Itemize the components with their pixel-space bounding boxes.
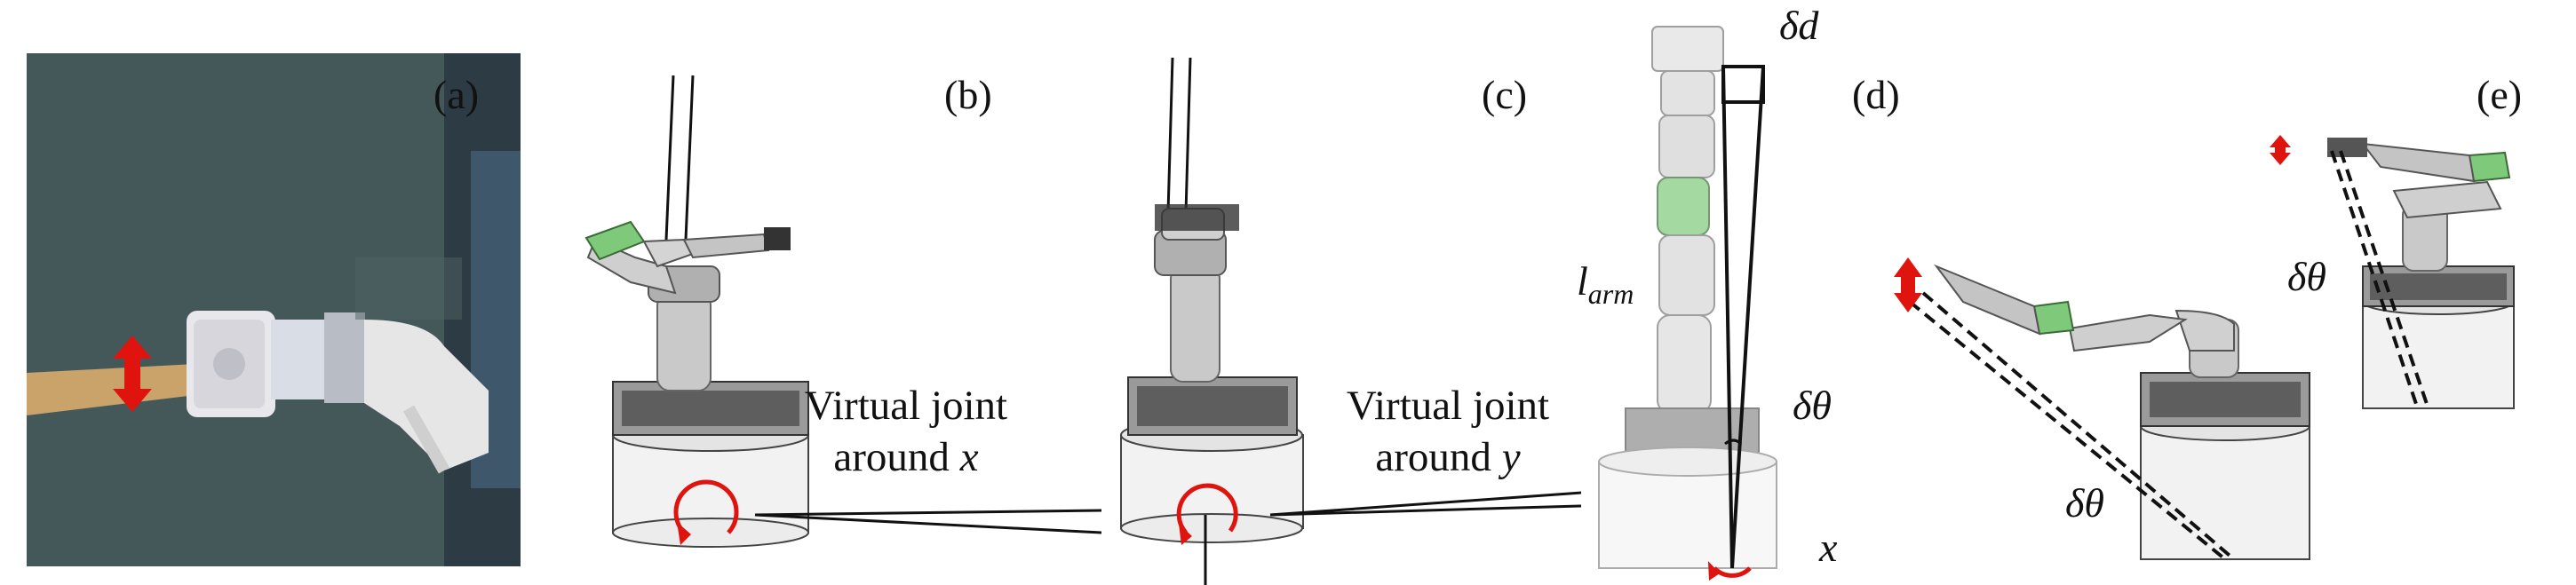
rotation-arrow-icon — [1713, 566, 1752, 578]
robot-upper — [2327, 138, 2515, 409]
label-arm-sub: arm — [1587, 278, 1634, 311]
robot-base — [1120, 376, 1304, 543]
label-delta-theta-e-upper: δθ — [2287, 254, 2326, 299]
vertical-double-arrow-icon — [1894, 257, 1922, 312]
caption-line2-c: around — [1375, 434, 1491, 480]
delta-d-box — [1721, 65, 1765, 104]
rotation-arrow-icon — [1176, 483, 1238, 534]
panel-label-e: (e) — [2477, 72, 2523, 117]
label-delta-d: δd — [1779, 3, 1819, 48]
label-delta-theta-e-lower: δθ — [2065, 480, 2104, 526]
panel-label-c: (c) — [1482, 72, 1528, 117]
arm-link — [364, 320, 489, 470]
vertical-double-arrow-icon — [113, 336, 152, 412]
robot-base — [612, 381, 809, 548]
robot-arm — [1154, 204, 1239, 383]
caption-line1-c: Virtual joint — [1346, 383, 1550, 429]
caption-axis-b: x — [959, 434, 979, 480]
panel-e-drawing — [1894, 135, 2515, 561]
panel-a-photo-scene — [27, 53, 521, 566]
caption-axis-c: y — [1501, 434, 1521, 480]
panel-c-drawing — [1120, 57, 1581, 585]
panel-label-a: (a) — [433, 72, 480, 117]
label-delta-theta-d: δθ — [1793, 383, 1832, 428]
caption-line2-b: around — [833, 434, 950, 480]
robot-arm — [584, 220, 791, 391]
virtual-joint-caption-c: Virtual joint around y — [1315, 380, 1581, 483]
caption-line1-b: Virtual joint — [804, 383, 1008, 429]
label-l: l — [1577, 258, 1588, 304]
vertical-double-arrow-icon — [2270, 135, 2291, 165]
panel-label-b: (b) — [944, 72, 992, 117]
panel-a-photo — [27, 53, 521, 566]
robot-arm-vertical — [1598, 26, 1777, 569]
label-l-arm: larm — [1577, 257, 1634, 311]
panel-d-drawing — [1598, 26, 1777, 581]
wooden-board — [27, 364, 195, 415]
robot-lower — [1934, 264, 2310, 560]
rotation-arrow-icon — [673, 479, 739, 534]
label-x-axis-d: x — [1819, 525, 1838, 570]
panel-b-drawing — [584, 75, 1101, 548]
panel-label-d: (d) — [1852, 72, 1900, 117]
virtual-joint-caption-b: Virtual joint around x — [777, 380, 1035, 483]
